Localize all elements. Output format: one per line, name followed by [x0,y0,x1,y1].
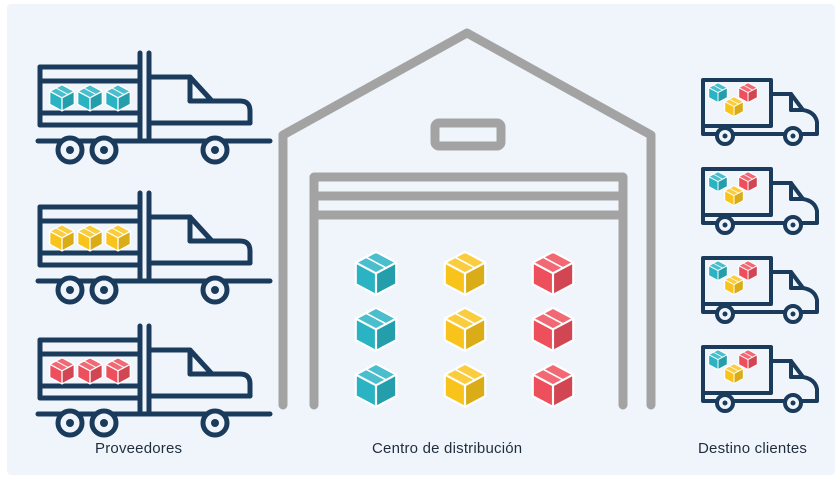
box-red [738,82,758,104]
diagram-background [7,4,835,475]
supplier-truck-red [38,326,270,435]
delivery-truck-1 [701,78,819,146]
van-cargo [708,82,758,118]
van-cargo [708,349,758,385]
cargo-box [49,84,75,112]
box-yellow [443,362,487,409]
box-red [738,260,758,282]
box-red [531,362,575,409]
box-yellow [443,306,487,353]
warehouse-boxes [354,250,575,409]
warehouse-icon [278,28,656,410]
box-teal [708,260,728,282]
box-yellow [724,363,744,385]
distribution-center-label: Centro de distribución [372,440,523,457]
box-yellow [443,250,487,297]
cargo-box [49,224,75,252]
delivery-truck-3 [701,256,819,324]
box-yellow [724,274,744,296]
box-teal [354,250,398,297]
cargo-boxes [49,84,131,112]
suppliers-label: Proveedores [95,440,183,457]
box-yellow [724,96,744,118]
delivery-truck-4 [701,345,819,413]
cargo-box [77,357,103,385]
box-teal [708,171,728,193]
box-red [738,171,758,193]
cargo-box [105,224,131,252]
box-red [531,250,575,297]
box-teal [354,362,398,409]
box-teal [708,349,728,371]
delivery-truck-2 [701,167,819,235]
van-cargo [708,171,758,207]
box-teal [354,306,398,353]
cargo-box [77,84,103,112]
cargo-box [77,224,103,252]
cargo-box [105,84,131,112]
box-red [738,349,758,371]
box-red [531,306,575,353]
supplier-truck-yellow [38,193,270,302]
supplier-truck-teal [38,53,270,162]
destination-label: Destino clientes [698,440,808,457]
box-teal [708,82,728,104]
van-cargo [708,260,758,296]
cargo-boxes [49,224,131,252]
cargo-box [49,357,75,385]
box-yellow [724,185,744,207]
cargo-box [105,357,131,385]
cargo-boxes [49,357,131,385]
